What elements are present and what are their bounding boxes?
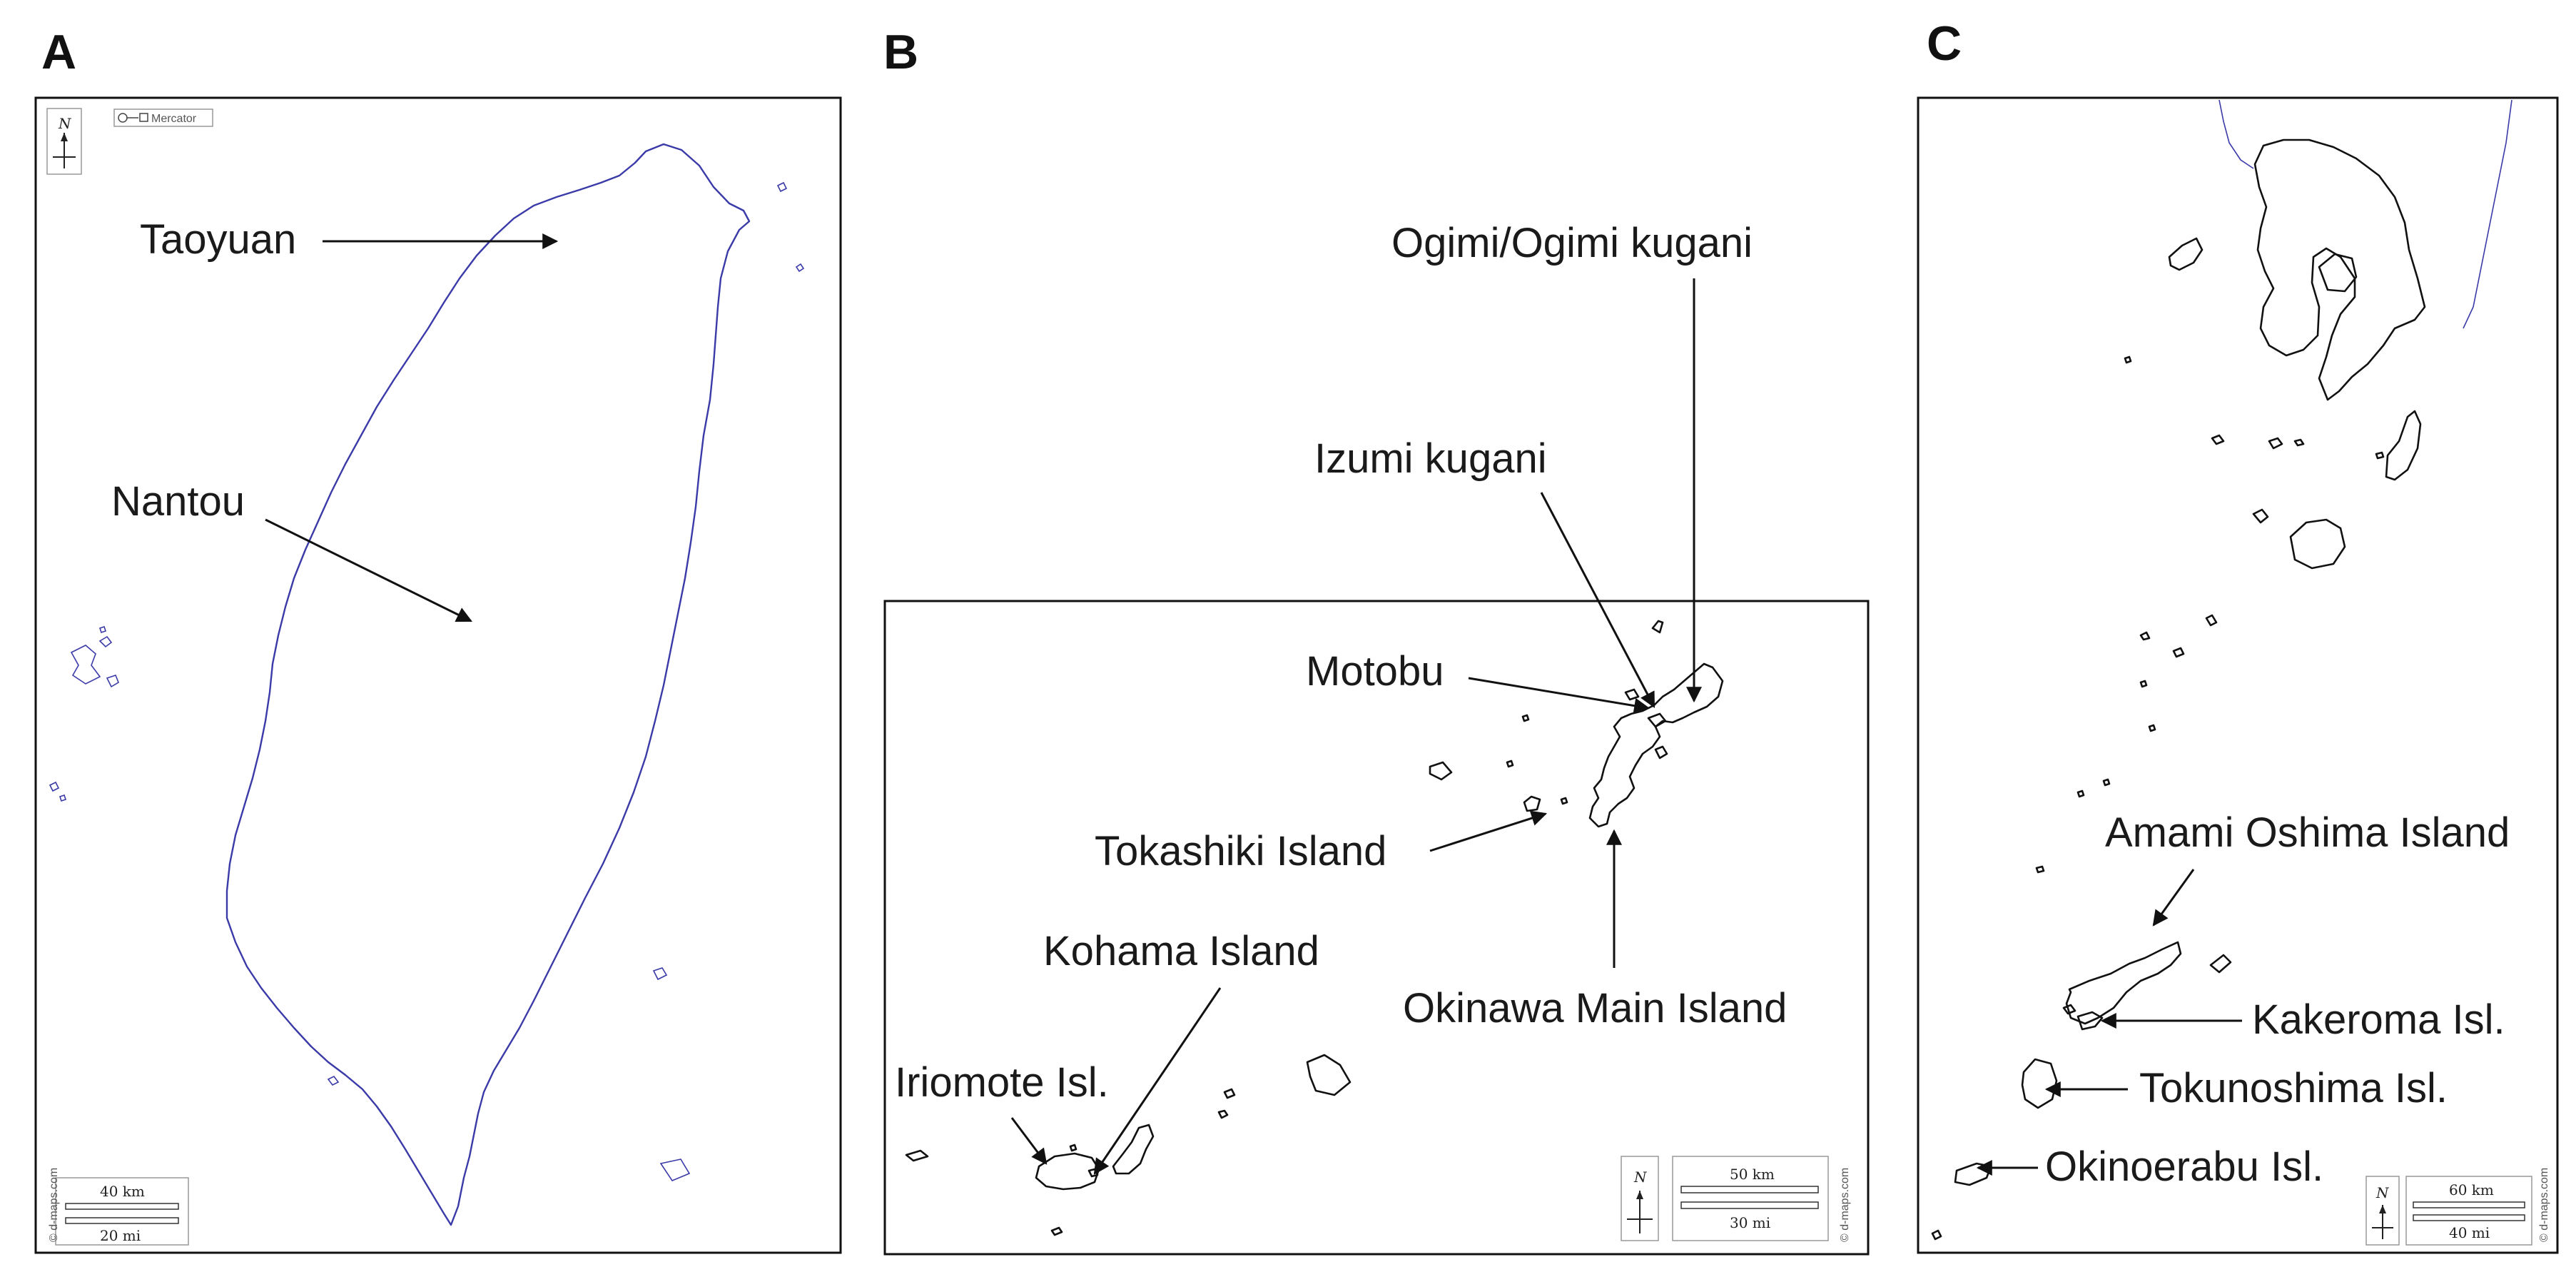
scale-mi: 20 mi bbox=[100, 1227, 141, 1244]
panel-c-letter: C bbox=[1927, 16, 1962, 71]
label-izumi: Izumi kugani bbox=[1314, 435, 1547, 482]
panel-a-letter: A bbox=[41, 25, 76, 79]
panel-b-islets bbox=[905, 620, 1664, 1236]
amami-oshima-outline bbox=[2065, 941, 2182, 1025]
projection-legend: Mercator bbox=[113, 108, 213, 127]
ishigaki-island-outline bbox=[1112, 1124, 1155, 1175]
scale-mi-c: 40 mi bbox=[2449, 1224, 2490, 1241]
label-tokashiki: Tokashiki Island bbox=[1095, 828, 1386, 874]
north-label: N bbox=[58, 115, 72, 132]
panel-c-frame bbox=[1917, 96, 2559, 1254]
label-amami: Amami Oshima Island bbox=[2105, 809, 2510, 856]
panel-a: A N Mercator bbox=[34, 25, 842, 1254]
arrow-amami bbox=[2152, 869, 2195, 927]
credit-b: © d-maps.com bbox=[1839, 1168, 1851, 1242]
label-taoyuan: Taoyuan bbox=[140, 216, 296, 263]
panel-b: B Ogimi/Ogimi kugani Izumi kuga bbox=[883, 25, 1870, 1256]
yakushima-outline bbox=[2289, 518, 2346, 570]
label-ogimi: Ogimi/Ogimi kugani bbox=[1391, 220, 1753, 266]
label-nantou: Nantou bbox=[111, 478, 245, 525]
arrow-izumi bbox=[1540, 492, 1655, 708]
scale-km-b: 50 km bbox=[1730, 1166, 1775, 1183]
scale-mi-b: 30 mi bbox=[1730, 1214, 1770, 1231]
tokunoshima-outline bbox=[2021, 1058, 2058, 1109]
panel-a-north-arrow: N bbox=[46, 108, 82, 175]
arrow-motobu bbox=[1468, 677, 1650, 714]
panel-c-scale-bar: 60 km 40 mi bbox=[2405, 1176, 2532, 1246]
kyushu-coastline bbox=[2253, 138, 2426, 401]
label-okinawa: Okinawa Main Island bbox=[1403, 985, 1787, 1031]
label-tokunoshima: Tokunoshima Isl. bbox=[2139, 1065, 2448, 1111]
panel-b-north-arrow: N bbox=[1621, 1156, 1659, 1241]
arrow-iriomote bbox=[1010, 1117, 1048, 1165]
north-label-b: N bbox=[1633, 1169, 1648, 1186]
label-motobu: Motobu bbox=[1306, 648, 1444, 695]
kakeroma-outline bbox=[2076, 1011, 2104, 1031]
panel-b-frame bbox=[883, 600, 1870, 1256]
north-label-c: N bbox=[2375, 1184, 2390, 1201]
arrow-kohama bbox=[1093, 987, 1222, 1175]
panel-a-frame bbox=[34, 96, 842, 1254]
credit-c: © d-maps.com bbox=[2538, 1168, 2550, 1242]
panel-c-north-arrow: N bbox=[2365, 1176, 2400, 1246]
label-iriomote: Iriomote Isl. bbox=[895, 1059, 1109, 1106]
panel-b-scale-bar: 50 km 30 mi bbox=[1672, 1156, 1829, 1241]
panel-b-letter: B bbox=[883, 25, 918, 79]
okinawa-main-island-outline bbox=[1588, 662, 1724, 828]
taiwan-coastline bbox=[225, 143, 751, 1226]
panel-c-islets bbox=[1931, 355, 2422, 1241]
credit-a: © d-maps.com bbox=[48, 1168, 60, 1242]
arrow-tokashiki bbox=[1429, 810, 1548, 852]
panel-a-islets bbox=[49, 181, 805, 1181]
panel-c: C bbox=[1917, 16, 2559, 1254]
label-kohama: Kohama Island bbox=[1043, 928, 1319, 974]
label-okinoerabu: Okinoerabu Isl. bbox=[2045, 1144, 2323, 1190]
scale-km-c: 60 km bbox=[2449, 1181, 2494, 1198]
iriomote-island-outline bbox=[1035, 1152, 1100, 1191]
arrow-nantou bbox=[265, 518, 472, 622]
label-kakeroma: Kakeroma Isl. bbox=[2252, 996, 2505, 1043]
projection-label: Mercator bbox=[151, 113, 197, 125]
scale-km: 40 km bbox=[100, 1183, 145, 1200]
panel-a-scale-bar: 40 km 20 mi bbox=[55, 1177, 189, 1246]
